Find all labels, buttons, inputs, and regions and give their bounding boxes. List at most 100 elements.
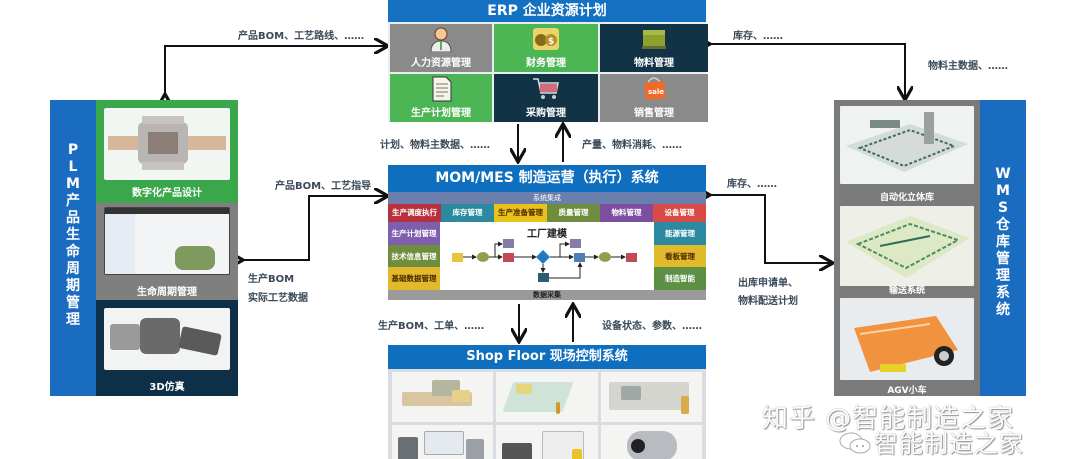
valve-cross-section-image [104, 108, 230, 180]
wms-caption: AGV小车 [887, 386, 927, 396]
plm-side-char: L [68, 159, 78, 175]
person-icon [430, 27, 452, 52]
flow-label-mes-to-wms-plan: 物料配送计划 [738, 296, 798, 307]
process-flow-diagram [452, 239, 637, 282]
wms-side-char: 理 [996, 268, 1010, 284]
mes-right-column: 能源管理 看板管理 制造智能 [654, 222, 706, 291]
control-cabinet-image [392, 425, 494, 459]
flow-label-wms-to-mes: 库存、…… [727, 179, 777, 190]
production-line-image [392, 372, 494, 422]
conveyor-system-image [840, 206, 974, 286]
erp-module-sales: sale 销售管理 [600, 74, 708, 122]
factory-modeling-area: 工厂建模 [440, 222, 654, 290]
mes-top-row: 生产调度执行 库存管理 生产准备管理 质量管理 物料管理 设备管理 [388, 204, 706, 222]
erp-module-label: 销售管理 [634, 108, 674, 119]
pallet-icon [642, 30, 666, 49]
wms-side-char: 统 [996, 302, 1010, 318]
plm-side-char: 品 [66, 210, 80, 226]
plm-side-char: 生 [66, 227, 80, 243]
plm-side-char: 期 [66, 278, 80, 294]
wms-side-char: 管 [996, 251, 1010, 267]
wms-block: 自动化立体库 输送系统 AGV小车 W M S 仓 库 管 理 系 统 [834, 100, 1026, 396]
mes-block: MOM/MES 制造运营（执行）系统 系统集成 生产调度执行 库存管理 生产准备… [388, 165, 706, 300]
plm-panel-lifecycle: 生命周期管理 [96, 203, 238, 300]
wms-caption: 输送系统 [888, 286, 925, 296]
erp-module-label: 财务管理 [526, 58, 566, 69]
mes-module-preparation: 生产准备管理 [494, 204, 547, 222]
mes-module-quality: 质量管理 [547, 204, 600, 222]
mes-module-material: 物料管理 [600, 204, 653, 222]
mes-module-manufacturing-intelligence: 制造智能 [654, 267, 706, 291]
plm-block: P L M 产 品 生 命 周 期 管 理 数字化产品设计 生命周期管理 3D仿… [50, 100, 238, 396]
svg-text:sale: sale [648, 88, 664, 96]
plm-caption: 数字化产品设计 [132, 188, 202, 199]
warehouse-racks-image [840, 106, 974, 184]
erp-module-purchasing: 采购管理 [494, 74, 598, 122]
wms-side-label: W M S 仓 库 管 理 系 统 [980, 100, 1026, 396]
mes-module-dispatch: 生产调度执行 [388, 204, 441, 222]
erp-module-label: 物料管理 [634, 58, 674, 69]
mes-module-production-plan: 生产计划管理 [388, 222, 440, 245]
flow-label-mes-to-plm-bom: 生产BOM [248, 274, 295, 285]
mes-system-integration: 系统集成 [388, 192, 706, 204]
plant-layout-image [496, 372, 598, 422]
mes-module-energy: 能源管理 [654, 222, 706, 245]
shop-floor-title: Shop Floor 现场控制系统 [388, 345, 706, 369]
wms-side-char: 系 [996, 285, 1010, 301]
shopping-cart-icon [533, 78, 559, 99]
plm-panel-digital-design: 数字化产品设计 [96, 100, 238, 203]
agv-vehicle-image [840, 298, 974, 380]
wms-side-char: M [996, 183, 1010, 199]
machine-room-image [600, 372, 702, 422]
erp-module-production-plan: 生产计划管理 [390, 74, 492, 122]
mes-data-collection: 数据采集 [388, 290, 706, 300]
wms-caption: 自动化立体库 [879, 193, 934, 203]
erp-module-hr: 人力资源管理 [390, 24, 492, 72]
wms-side-char: W [995, 166, 1011, 182]
mes-module-equipment: 设备管理 [653, 204, 706, 222]
motor-image [600, 425, 702, 459]
plm-side-char: 理 [66, 312, 80, 328]
plm-side-char: 产 [66, 193, 80, 209]
erp-block: ERP 企业资源计划 人力资源管理 $ 财务管理 物料管理 生产计划管理 采购管… [388, 0, 708, 122]
flow-label-shop-to-mes: 设备状态、参数、…… [602, 321, 702, 332]
equipment-image [496, 425, 598, 459]
document-icon [432, 76, 452, 102]
wms-side-char: S [997, 200, 1009, 216]
erp-module-finance: $ 财务管理 [494, 24, 598, 72]
flow-label-mes-to-shop: 生产BOM、工单、…… [378, 321, 485, 332]
flow-label-mes-to-plm-process-data: 实际工艺数据 [248, 293, 308, 304]
flow-label-erp-to-mes: 计划、物料主数据、…… [380, 140, 490, 151]
plm-side-char: 命 [66, 244, 80, 260]
erp-module-label: 采购管理 [526, 108, 566, 119]
mes-module-kanban: 看板管理 [654, 244, 706, 268]
erp-module-label: 生产计划管理 [411, 108, 471, 119]
flow-label-mes-to-wms-request: 出库申请单、 [738, 278, 798, 289]
plm-side-char: M [66, 176, 80, 192]
plm-side-label: P L M 产 品 生 命 周 期 管 理 [50, 100, 96, 396]
mes-module-tech-info: 技术信息管理 [388, 244, 440, 268]
sale-bag-icon: sale [644, 77, 666, 100]
wms-side-char: 仓 [996, 217, 1010, 233]
flow-label-plm-erp: 产品BOM、工艺路线、…… [238, 31, 365, 42]
factory-modeling-title: 工厂建模 [527, 229, 567, 240]
money-bag-icon: $ [533, 28, 559, 50]
plm-panel-3d-simulation: 3D仿真 [96, 300, 238, 396]
mes-title: MOM/MES 制造运营（执行）系统 [388, 165, 706, 192]
plm-side-char: 周 [66, 261, 80, 277]
mes-left-column: 生产计划管理 技术信息管理 基础数据管理 [388, 222, 440, 291]
shop-floor-block: Shop Floor 现场控制系统 [388, 345, 706, 459]
mes-module-base-data: 基础数据管理 [388, 267, 440, 291]
watermark-line-1: 知乎 @智能制造之家 [762, 404, 1015, 434]
erp-title: ERP 企业资源计划 [388, 0, 706, 22]
flow-label-mes-to-erp: 产量、物料消耗、…… [582, 140, 682, 151]
mes-module-inventory: 库存管理 [441, 204, 494, 222]
plm-caption: 生命周期管理 [137, 287, 197, 298]
wms-side-char: 库 [996, 234, 1010, 250]
plm-side-char: 管 [66, 295, 80, 311]
wechat-icon [839, 432, 871, 454]
erp-module-label: 人力资源管理 [411, 58, 471, 69]
plm-caption: 3D仿真 [149, 382, 185, 393]
universal-joint-image [104, 308, 230, 370]
svg-text:$: $ [548, 37, 554, 47]
